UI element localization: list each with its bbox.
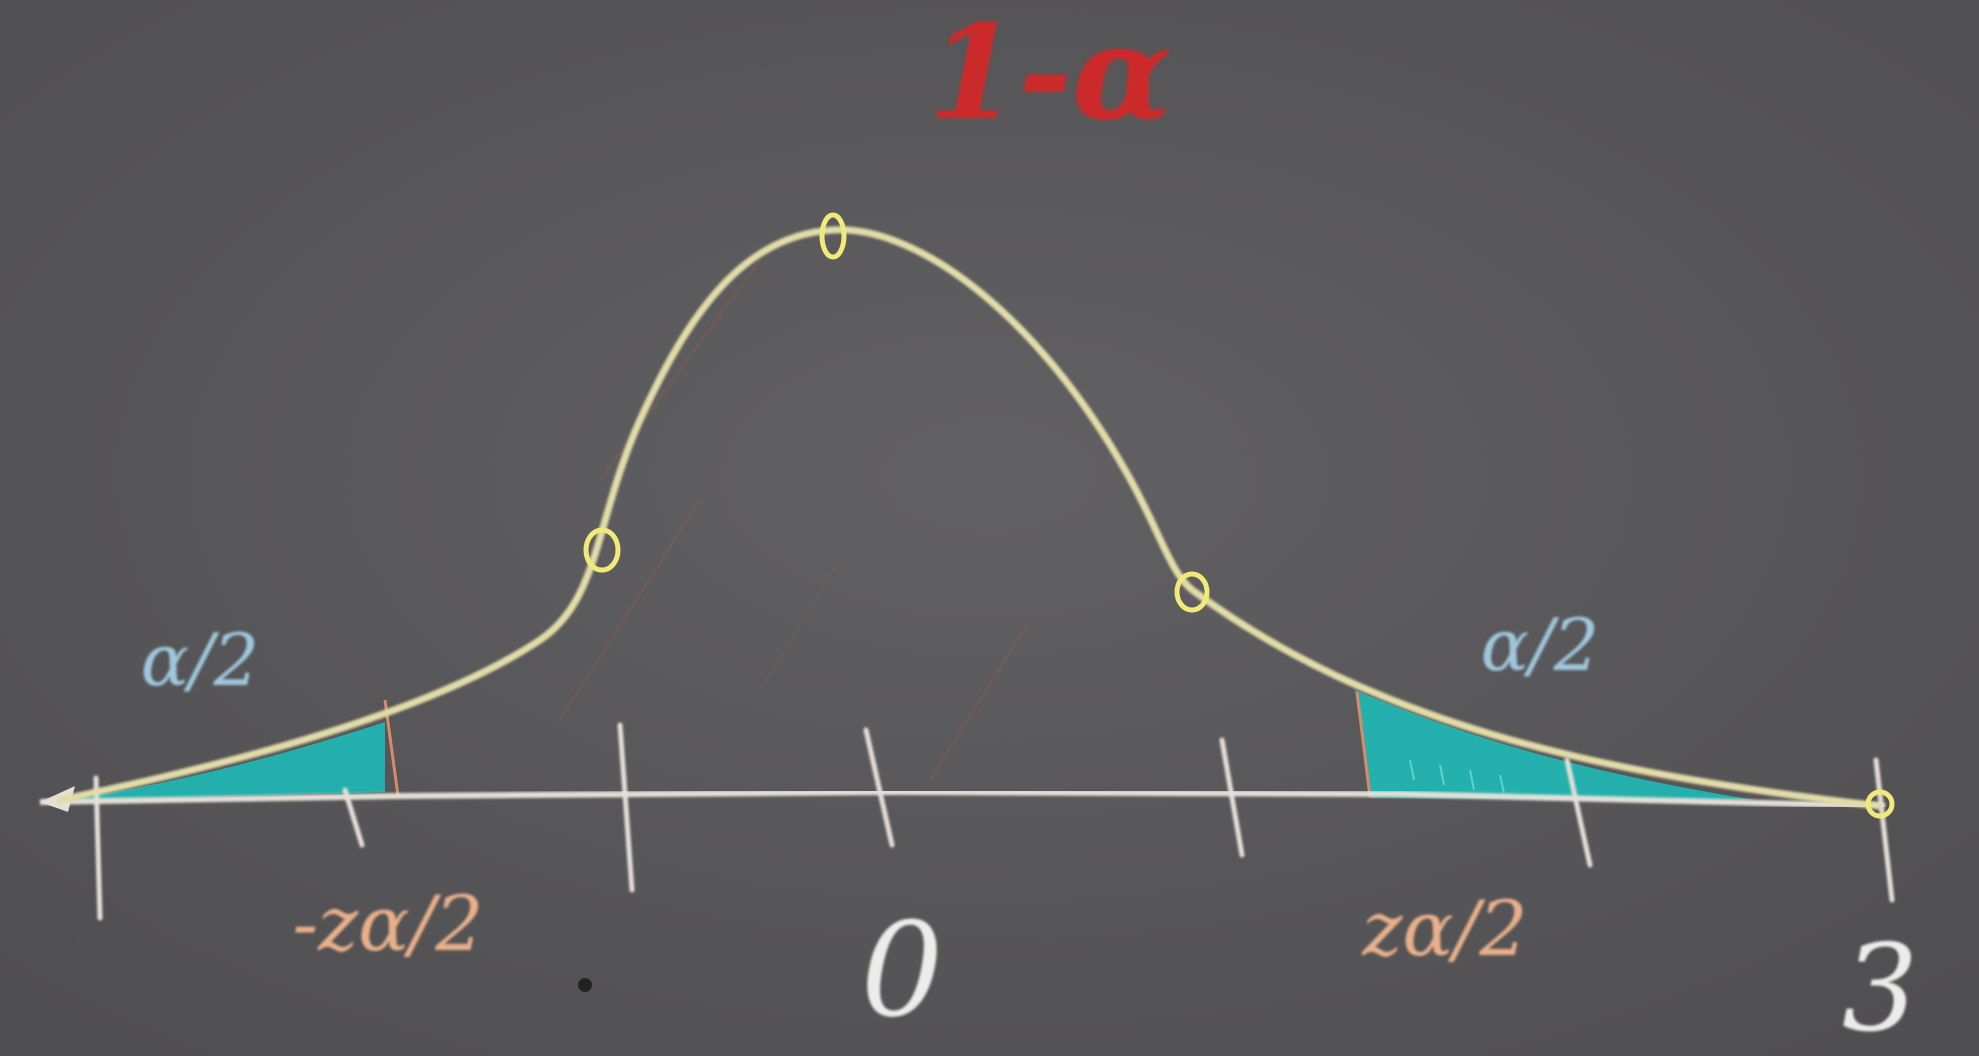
left-critical-label: -zα/2: [292, 879, 483, 968]
tick-mark: [1873, 757, 1895, 903]
right-critical-label: zα/2: [1361, 884, 1527, 973]
left-tail-region: [60, 722, 385, 800]
axis-ticks: [93, 722, 1895, 921]
tick-mark: [1564, 757, 1593, 868]
tick-mark: [93, 775, 103, 921]
right-tail-label: α/2: [1481, 603, 1600, 687]
tick-mark: [617, 722, 635, 893]
right-critical-boundary: [1355, 691, 1372, 798]
left-tail-label: α/2: [141, 618, 260, 702]
right-end-label: 3: [1842, 920, 1918, 1056]
right-tail-region: [1355, 690, 1755, 800]
tick-mark: [1219, 737, 1245, 858]
diagram-title: 1-α: [928, 0, 1172, 149]
tick-mark: [342, 787, 365, 848]
right-inflection-marker: [1174, 571, 1210, 613]
chalk-dot: [578, 978, 592, 992]
curve-markers: [583, 212, 1895, 819]
right-tail-hatching: [1409, 759, 1505, 794]
center-label: 0: [861, 894, 944, 1046]
tick-mark: [863, 727, 895, 848]
bell-curve: [56, 226, 1884, 810]
peak-marker: [819, 212, 847, 260]
left-inflection-marker: [583, 527, 621, 573]
horizontal-axis: [39, 788, 1886, 809]
right-end-marker: [1865, 789, 1895, 819]
